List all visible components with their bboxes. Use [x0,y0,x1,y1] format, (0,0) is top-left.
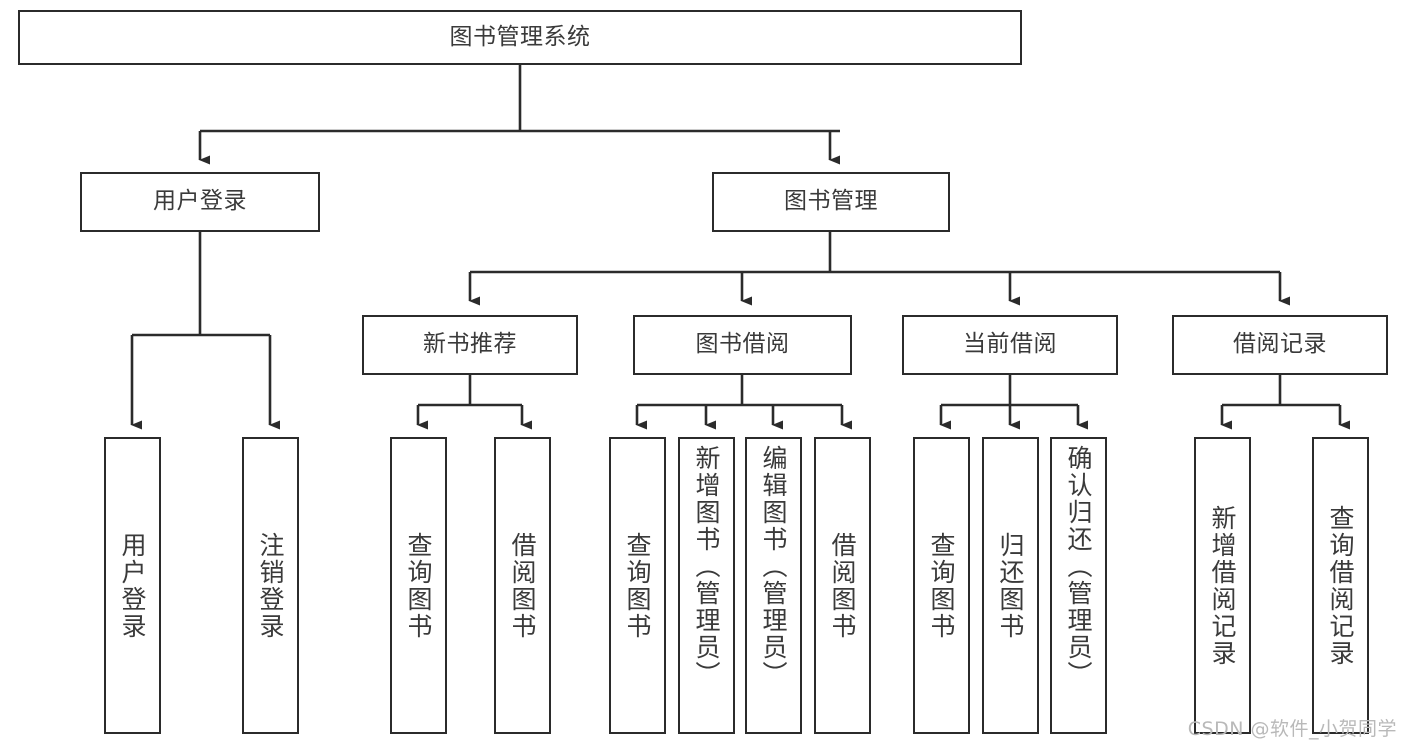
node-label: 图书管理系统 [449,23,591,50]
leaf-current-confirm-return-admin[interactable]: 确认归还（管理员） [1050,437,1107,734]
node-borrow-records[interactable]: 借阅记录 [1172,315,1388,375]
leaf-new-book-borrow[interactable]: 借阅图书 [494,437,551,734]
leaf-borrow-borrow-book[interactable]: 借阅图书 [814,437,871,734]
node-label: 借阅图书 [828,531,857,640]
node-label: 用户登录 [153,188,247,215]
leaf-current-return-book[interactable]: 归还图书 [982,437,1039,734]
leaf-borrow-query-book[interactable]: 查询图书 [609,437,666,734]
node-current-borrow[interactable]: 当前借阅 [902,315,1118,375]
leaf-user-login-login[interactable]: 用户登录 [104,437,161,734]
leaf-current-query-book[interactable]: 查询图书 [913,437,970,734]
node-label: 图书借阅 [695,331,790,358]
node-label: 注销登录 [256,531,285,640]
node-new-book-recommend[interactable]: 新书推荐 [362,315,578,375]
node-label: 用户登录 [118,531,147,640]
node-label: 查询图书 [623,531,652,640]
node-label: 查询借阅记录 [1326,504,1355,667]
node-label: 当前借阅 [963,331,1057,358]
node-label: 新书推荐 [423,331,517,358]
leaf-borrow-edit-book-admin[interactable]: 编辑图书（管理员） [745,437,802,734]
leaf-records-add-record[interactable]: 新增借阅记录 [1194,437,1251,734]
node-label: 编辑图书（管理员） [759,445,788,688]
node-root-system[interactable]: 图书管理系统 [18,10,1022,65]
node-label: 新增图书（管理员） [692,445,721,688]
node-label: 新增借阅记录 [1208,504,1237,667]
leaf-user-login-logout[interactable]: 注销登录 [242,437,299,734]
node-book-borrow[interactable]: 图书借阅 [633,315,852,375]
node-book-management[interactable]: 图书管理 [712,172,950,232]
node-user-login[interactable]: 用户登录 [80,172,320,232]
csdn-watermark: CSDN @软件_小贺同学 [1187,718,1397,740]
node-label: 借阅记录 [1233,331,1327,358]
node-label: 归还图书 [996,531,1025,640]
node-label: 图书管理 [784,188,878,215]
leaf-borrow-add-book-admin[interactable]: 新增图书（管理员） [678,437,735,734]
leaf-records-query-record[interactable]: 查询借阅记录 [1312,437,1369,734]
leaf-new-book-query[interactable]: 查询图书 [390,437,447,734]
node-label: 借阅图书 [508,531,537,640]
node-label: 查询图书 [927,531,956,640]
node-label: 确认归还（管理员） [1064,445,1093,688]
node-label: 查询图书 [404,531,433,640]
